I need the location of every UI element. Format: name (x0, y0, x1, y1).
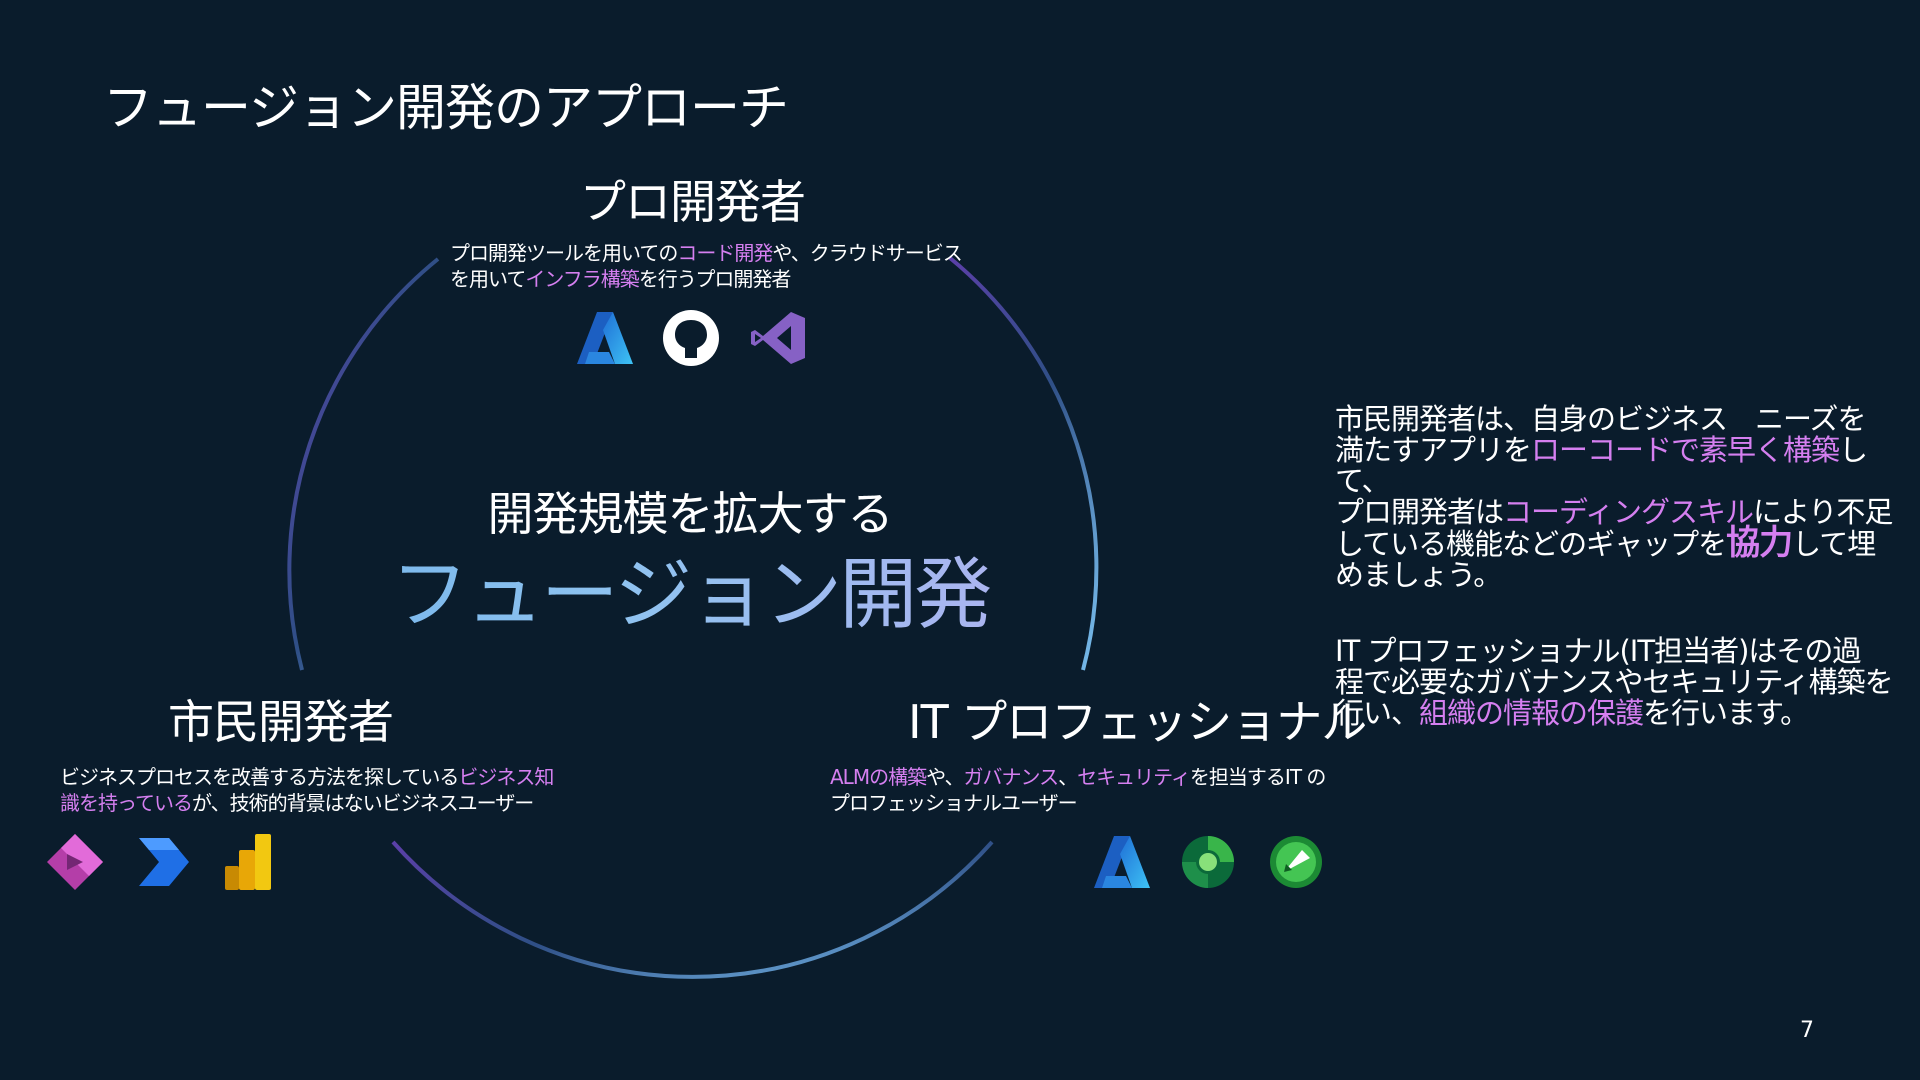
azure-icon (577, 312, 633, 364)
ring-arc-top-left (287, 257, 440, 671)
power-bi-icon (225, 834, 271, 890)
side-paragraph-citizen-pro: 市民開発者は、自身のビジネス ニーズを 満たすアプリをローコードで素早く構築して… (1335, 402, 1893, 592)
visual-studio-icon (751, 312, 805, 364)
side-paragraph-it: IT プロフェッショナル(IT担当者)はその過 程で必要なガバナンスやセキュリテ… (1335, 634, 1894, 730)
citizen-developer-title: 市民開発者 (168, 695, 394, 749)
github-icon (663, 310, 719, 366)
azure-icon (1094, 836, 1150, 888)
it-professional-title: IT プロフェッショナル (908, 695, 1367, 749)
citizen-developer-description: ビジネスプロセスを改善する方法を探しているビジネス知 識を持っているが、技術的背… (60, 765, 554, 815)
ring-arc-top-right (948, 256, 1099, 671)
page-number: 7 (1800, 1018, 1814, 1043)
slide-title: フュージョン開発のアプローチ (103, 79, 789, 137)
it-professional-description: ALMの構築や、ガバナンス、セキュリティを担当するIT の プロフェッショナルユ… (830, 765, 1326, 815)
power-apps-icon (47, 834, 103, 890)
dataverse-icon (1182, 836, 1234, 888)
center-subtitle: 開発規模を拡大する (487, 487, 894, 541)
power-automate-icon (139, 838, 189, 886)
ring-arc-bottom (391, 840, 994, 979)
pro-developer-description: プロ開発ツールを用いてのコード開発や、クラウドサービス を用いてインフラ構築を行… (450, 241, 963, 291)
center-main-title: フュージョン開発 (0, 532, 1380, 644)
power-platform-admin-icon (1270, 836, 1322, 888)
pro-developer-title: プロ開発者 (580, 175, 806, 229)
